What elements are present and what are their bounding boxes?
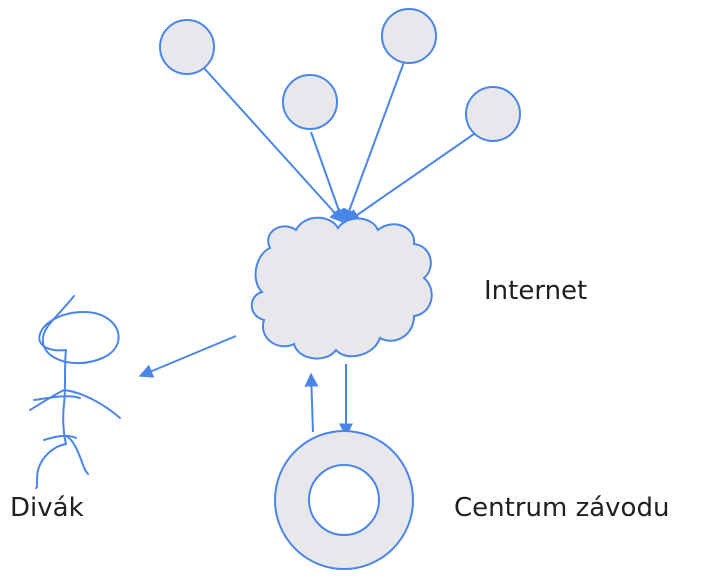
client-nodes — [159, 8, 521, 142]
client-node-3 — [381, 8, 437, 64]
client-node-2 — [282, 74, 338, 130]
edge-client-4 — [345, 133, 475, 223]
ring-icon — [274, 430, 414, 570]
viewer-label: Divák — [10, 493, 84, 523]
race-center-label: Centrum závodu — [454, 493, 670, 523]
client-node-1 — [159, 19, 215, 75]
client-node-4 — [465, 86, 521, 142]
edge-client-1 — [203, 67, 344, 224]
edge-client-2 — [310, 131, 346, 224]
edge-center-to-cloud — [304, 372, 319, 433]
edge-to-viewer — [138, 335, 237, 378]
internet-label: Internet — [484, 276, 588, 306]
client-edges — [203, 61, 475, 224]
edge-client-3 — [342, 61, 405, 224]
stick-figure-icon — [29, 295, 121, 489]
cloud-icon — [250, 216, 433, 360]
